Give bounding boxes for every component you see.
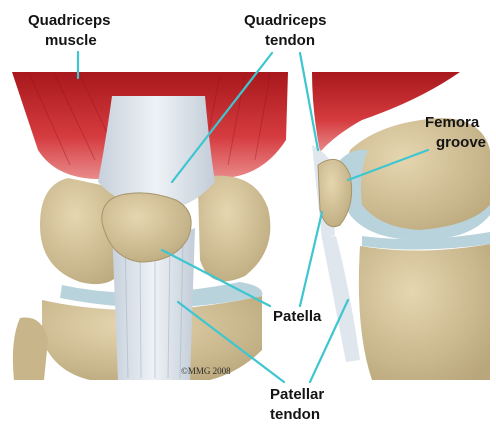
- patellar-tendon-label-line2: tendon: [270, 406, 320, 424]
- leader-patella-side: [300, 212, 322, 306]
- quadriceps-muscle-label-line1: Quadriceps: [28, 12, 111, 30]
- quadriceps-tendon-label-line2: tendon: [265, 32, 315, 50]
- side-tibia: [359, 244, 490, 380]
- femoral-groove-label-line2: groove: [436, 134, 486, 152]
- front-femur-right-condyle: [198, 176, 270, 282]
- quadriceps-muscle-label-line2: muscle: [45, 32, 97, 50]
- front-fibula: [13, 317, 48, 380]
- quadriceps-tendon-label-line1: Quadriceps: [244, 12, 327, 30]
- front-quadriceps-tendon: [98, 96, 215, 210]
- copyright-notice: ©MMG 2008: [181, 366, 231, 376]
- femoral-groove-label-line1: Femora: [425, 114, 479, 132]
- patellar-tendon-label-line1: Patellar: [270, 386, 324, 404]
- side-patella: [318, 159, 352, 226]
- patella-label: Patella: [273, 308, 321, 326]
